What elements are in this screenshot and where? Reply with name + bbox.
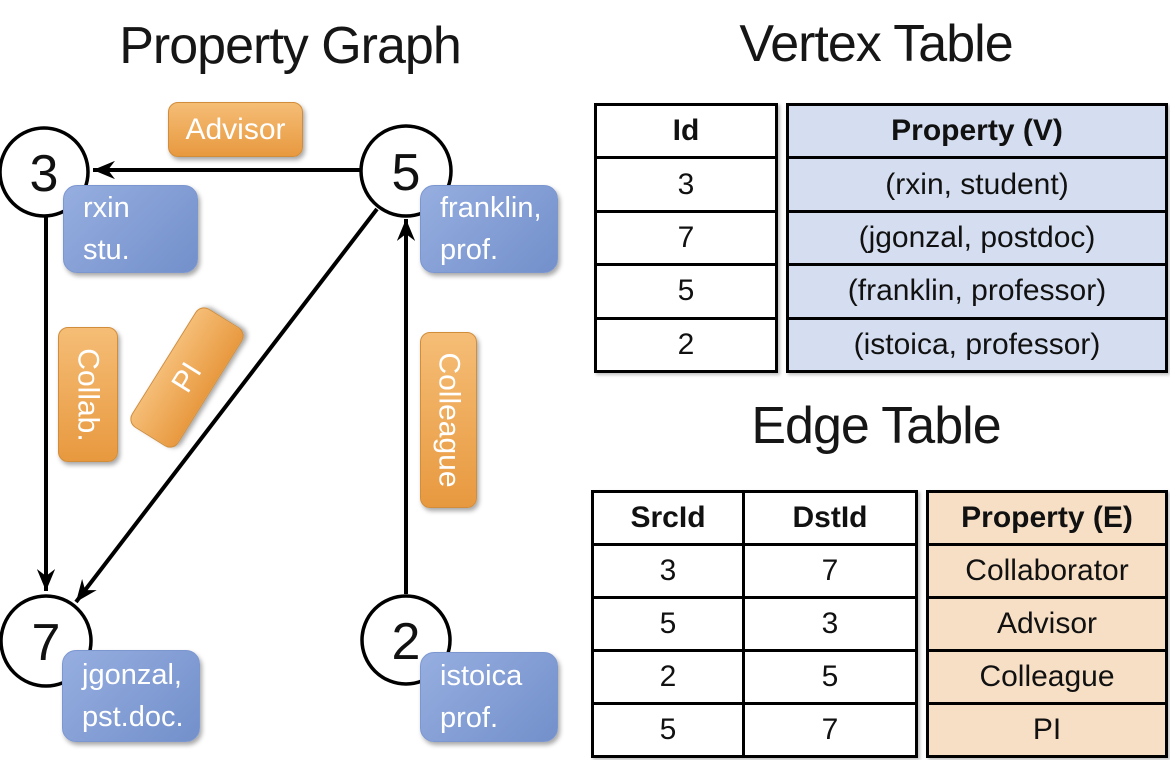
edge-table-srcid-header: SrcId — [630, 501, 706, 534]
vertex-property-5-line2: prof. — [440, 234, 499, 266]
vertex-property-box-3: rxin stu. — [63, 185, 198, 273]
edge-table-property-column: Property (E) Collaborator Advisor Collea… — [926, 490, 1168, 758]
vertex-table-property-cell: (rxin, student) — [789, 156, 1165, 209]
edge-table-id-row: 5 3 — [594, 596, 915, 649]
vertex-table-property-cell: (istoica, professor) — [789, 316, 1165, 370]
vertex-table-id-cell: 7 — [597, 209, 775, 263]
vertex-table-property-column: Property (V) (rxin, student) (jgonzal, p… — [786, 103, 1168, 373]
edge-table-dst-cell: 5 — [742, 652, 915, 702]
edge-table-property-cell: PI — [929, 702, 1165, 755]
node-7-label: 7 — [32, 614, 61, 672]
vertex-property-box-7: jgonzal, pst.doc. — [62, 650, 200, 742]
edge-label-advisor-text: Advisor — [185, 112, 286, 146]
edge-table-dstid-header: DstId — [742, 493, 915, 543]
vertex-property-7-line1: jgonzal, — [82, 659, 182, 691]
edge-table-dst-cell: 3 — [742, 599, 915, 649]
edge-pi-5-to-7 — [74, 207, 379, 604]
edge-table-id-row: 3 7 — [594, 543, 915, 596]
edge-table-id-columns: SrcId DstId 3 7 5 3 2 5 5 7 — [591, 490, 918, 758]
node-2-label: 2 — [392, 613, 421, 671]
edge-label-colleague: Colleague — [420, 332, 477, 508]
vertex-table-title: Vertex Table — [739, 15, 1013, 73]
vertex-table-id-cell: 2 — [597, 316, 775, 370]
edge-table-id-row: 2 5 — [594, 649, 915, 702]
vertex-property-2-line1: istoica — [440, 660, 523, 692]
vertex-table-id-header: Id — [672, 114, 700, 148]
vertex-property-7-line2: pst.doc. — [82, 701, 184, 733]
edge-label-pi-text: PI — [165, 356, 209, 399]
edge-table-src-cell: 2 — [659, 660, 677, 693]
vertex-property-5-line1: franklin, — [440, 192, 542, 224]
edge-table-id-header-row: SrcId DstId — [594, 493, 915, 543]
vertex-table-id-cell: 3 — [597, 156, 775, 209]
vertex-property-box-5: franklin, prof. — [420, 185, 558, 273]
edge-table-title: Edge Table — [751, 397, 1001, 455]
edge-label-advisor: Advisor — [168, 102, 303, 157]
edge-table-src-cell: 5 — [659, 713, 677, 746]
edge-table-property-cell: Advisor — [929, 596, 1165, 649]
edge-table-src-cell: 5 — [659, 607, 677, 640]
edge-table-property-cell: Collaborator — [929, 543, 1165, 596]
edge-table-src-cell: 3 — [659, 554, 677, 587]
node-3-label: 3 — [30, 145, 59, 203]
vertex-table-property-header: Property (V) — [891, 114, 1063, 148]
vertex-table-id-cell: 5 — [597, 263, 775, 316]
edge-table-dst-cell: 7 — [742, 546, 915, 596]
vertex-property-3-line1: rxin — [83, 192, 130, 224]
vertex-property-box-2: istoica prof. — [420, 652, 558, 742]
vertex-table-id-column: Id 3 7 5 2 — [594, 103, 778, 373]
vertex-table-property-cell: (jgonzal, postdoc) — [789, 209, 1165, 263]
vertex-property-3-line2: stu. — [83, 234, 130, 266]
edge-label-colleague-text: Colleague — [432, 352, 466, 488]
edge-label-collab-text: Collab. — [72, 347, 106, 442]
edge-table-property-header: Property (E) — [961, 501, 1133, 534]
property-graph-title: Property Graph — [119, 17, 462, 75]
edge-table-property-cell: Colleague — [929, 649, 1165, 702]
node-5-label: 5 — [392, 144, 421, 202]
vertex-table-property-cell: (franklin, professor) — [789, 263, 1165, 316]
edge-table-dst-cell: 7 — [742, 705, 915, 755]
edge-label-collab: Collab. — [58, 327, 118, 462]
vertex-property-2-line2: prof. — [440, 702, 499, 734]
edge-table-id-row: 5 7 — [594, 702, 915, 755]
